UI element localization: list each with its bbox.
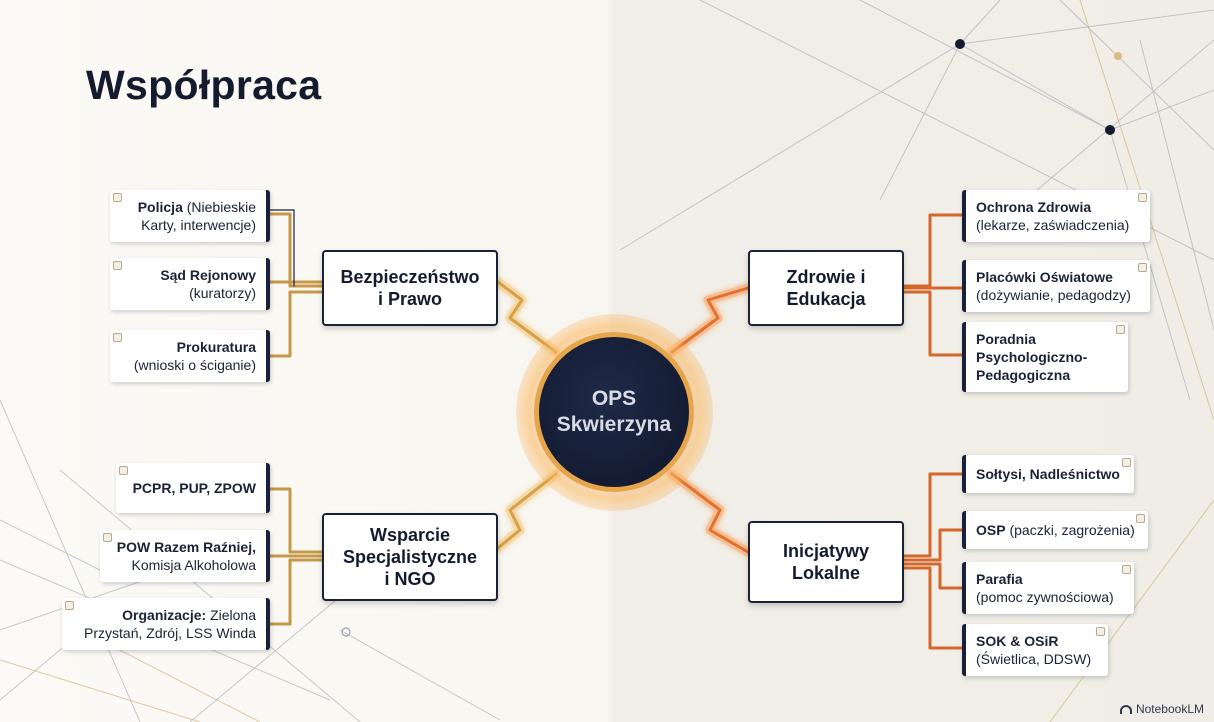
center-label-line2: Skwierzyna [556,413,672,436]
notebooklm-brand: NotebookLM [1119,702,1204,716]
note-tag-icon [1122,565,1131,574]
leaf-detail: Karty, interwencje) [141,217,256,233]
leaf-title: PCPR, PUP, ZPOW [132,480,256,496]
leaf-sok-osir: SOK & OSiR (Świetlica, DDSW) [962,624,1108,676]
leaf-title: OSP [976,522,1006,538]
center-node: OPS Skwierzyna [534,332,694,492]
leaf-detail: (lekarze, zaświadczenia) [976,217,1130,233]
page-title: Współpraca [86,62,322,108]
leaf-poradnia: Poradnia Psychologiczno- Pedagogiczna [962,322,1128,392]
note-tag-icon [113,261,122,270]
leaf-detail: (pomoc zywnościowa) [976,589,1114,605]
leaf-osp: OSP (paczki, zagrożenia) [962,511,1148,549]
leaf-prokuratura: Prokuratura (wnioski o ściganie) [110,330,270,382]
leaf-title: Organizacje: [122,607,207,623]
leaf-soltysi: Sołtysi, Nadleśnictwo [962,455,1134,493]
leaf-title: Poradnia [976,331,1036,347]
hub-wsparcie: Wsparcie Specjalistyczne i NGO [322,513,498,601]
leaf-detail: Zielona [206,607,256,623]
center-label-line1: OPS [591,387,637,410]
leaf-ochrona-zdrowia: Ochrona Zdrowia (lekarze, zaświadczenia) [962,190,1150,242]
leaf-title: Parafia [976,571,1023,587]
hub-label: i NGO [384,569,436,589]
note-tag-icon [119,466,128,475]
hub-label: Edukacja [786,289,866,309]
leaf-parafia: Parafia (pomoc zywnościowa) [962,562,1134,614]
note-tag-icon [1116,325,1125,334]
leaf-detail: (Świetlica, DDSW) [976,651,1092,667]
leaf-detail: (kuratorzy) [189,285,256,301]
leaf-title: Sołtysi, Nadleśnictwo [976,466,1120,482]
note-tag-icon [65,601,74,610]
note-tag-icon [103,533,112,542]
note-tag-icon [1122,458,1131,467]
note-tag-icon [1096,627,1105,636]
leaf-title: Policja [137,199,183,215]
hub-label: Specjalistyczne [342,547,478,567]
note-tag-icon [113,193,122,202]
leaf-title: Sąd Rejonowy [160,267,256,283]
leaf-policja: Policja (Niebieskie Karty, interwencje) [110,190,270,242]
branch-inicjatywy [667,469,753,557]
leaf-title: Ochrona Zdrowia [976,199,1092,215]
note-tag-icon [113,333,122,342]
brand-label: NotebookLM [1135,702,1204,716]
note-tag-icon [1136,514,1145,523]
leaf-detail: (dożywianie, pedagodzy) [976,287,1131,303]
leaf-placowki-oswiatowe: Placówki Oświatowe (dożywianie, pedagodz… [962,260,1150,312]
hub-label: Zdrowie i [786,267,866,287]
hub-zdrowie: Zdrowie i Edukacja [748,250,904,326]
leaf-detail: (paczki, zagrożenia) [1005,522,1135,538]
hub-label: Lokalne [791,563,861,583]
leaf-detail: (wnioski o ściganie) [133,357,256,373]
hub-bezpieczenstwo: Bezpieczeństwo i Prawo [322,250,498,326]
note-tag-icon [1138,263,1147,272]
leaf-pcpr: PCPR, PUP, ZPOW [116,463,270,513]
leaf-title: Placówki Oświatowe [976,269,1113,285]
hub-label: i Prawo [377,289,443,309]
leaf-title: POW Razem Raźniej, [116,539,256,555]
leaf-detail: Przystań, Zdrój, LSS Winda [84,625,256,641]
notebooklm-icon [1119,704,1132,714]
note-tag-icon [1138,193,1147,202]
leaf-title: Psychologiczno- [976,349,1088,365]
leaf-detail: (Niebieskie [182,199,256,215]
leaf-title: Pedagogiczna [976,367,1071,383]
leaf-sad-rejonowy: Sąd Rejonowy (kuratorzy) [110,258,270,310]
leaf-title: Prokuratura [176,339,256,355]
leaf-pow: POW Razem Raźniej, Komisja Alkoholowa [100,530,270,582]
hub-label: Bezpieczeństwo [340,267,480,287]
hub-label: Inicjatywy [782,541,870,561]
leaf-detail: Komisja Alkoholowa [131,557,256,573]
leaf-title: SOK & OSiR [976,633,1059,649]
hub-inicjatywy: Inicjatywy Lokalne [748,521,904,603]
leaf-organizacje: Organizacje: Zielona Przystań, Zdrój, LS… [62,598,270,650]
hub-label: Wsparcie [369,525,451,545]
